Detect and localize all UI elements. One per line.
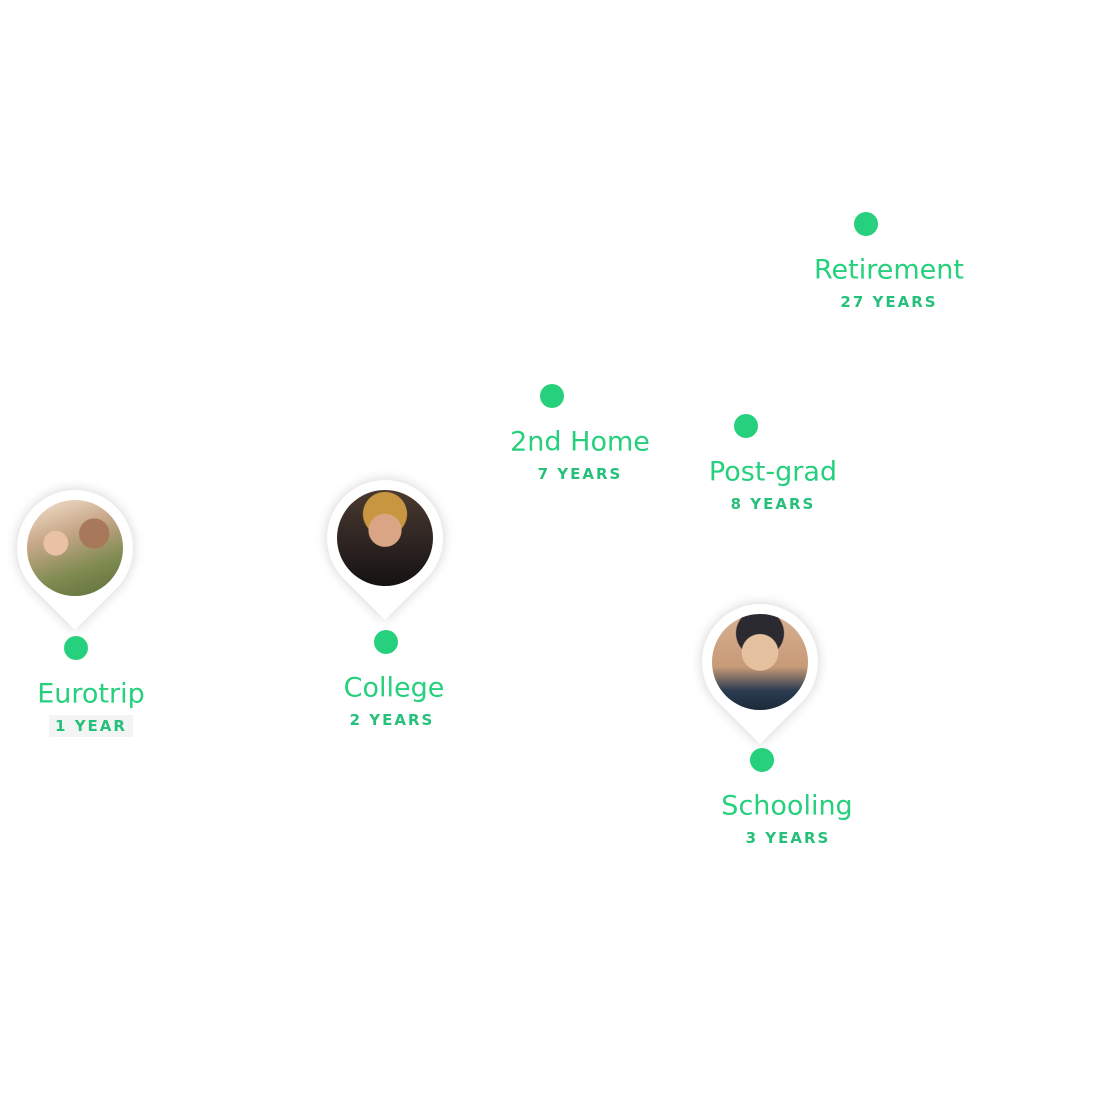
milestone-duration-2nd-home: 7 YEARS (537, 465, 623, 483)
avatar-pin-college[interactable] (302, 455, 468, 621)
milestone-title-post-grad: Post-grad (708, 456, 838, 488)
milestone-dot-retirement[interactable] (854, 212, 878, 236)
milestone-title-schooling: Schooling (721, 790, 853, 822)
milestone-title-retirement: Retirement (814, 254, 964, 286)
avatar-photo-couple (27, 500, 123, 596)
milestone-duration-retirement: 27 YEARS (840, 293, 938, 311)
milestone-dot-eurotrip[interactable] (64, 636, 88, 660)
milestone-title-eurotrip: Eurotrip (37, 678, 145, 710)
avatar-pin-schooling[interactable] (677, 579, 843, 745)
milestone-duration-college: 2 YEARS (349, 711, 435, 729)
avatar-photo-child (712, 614, 808, 710)
milestone-duration-schooling: 3 YEARS (745, 829, 831, 847)
milestone-duration-eurotrip: 1 YEAR (49, 715, 133, 737)
milestone-dot-2nd-home[interactable] (540, 384, 564, 408)
milestone-duration-post-grad: 8 YEARS (730, 495, 816, 513)
milestone-dot-college[interactable] (374, 630, 398, 654)
avatar-photo-young-woman (337, 490, 433, 586)
avatar-pin-eurotrip[interactable] (0, 465, 158, 631)
milestone-dot-schooling[interactable] (750, 748, 774, 772)
milestone-dot-post-grad[interactable] (734, 414, 758, 438)
milestone-title-college: College (343, 672, 445, 704)
milestone-title-2nd-home: 2nd Home (510, 426, 650, 458)
